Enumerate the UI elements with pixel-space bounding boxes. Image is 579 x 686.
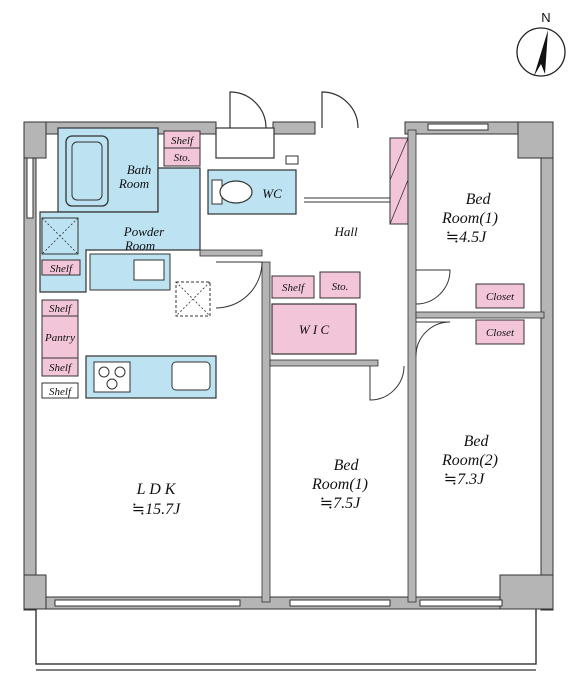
wall-ldk-bedroom <box>261 261 271 603</box>
shelf-kitchen-label: Shelf <box>49 386 73 398</box>
bedroom1-left-label-line2: Room(1) <box>311 476 368 493</box>
shelf-pantry-bottom-label: Shelf <box>49 362 73 374</box>
closet-lower-label: Closet <box>486 327 515 339</box>
toilet-bowl <box>219 180 253 204</box>
bedroom-right-door-swing <box>415 269 451 305</box>
ldk-door-swing <box>215 261 263 309</box>
sto-wic-box <box>319 271 361 299</box>
pantry-box <box>41 315 79 359</box>
wall-right <box>540 121 554 611</box>
closet-upper-box <box>475 283 525 309</box>
shelf-powder-box <box>41 259 81 276</box>
window-bedroom-1 <box>289 599 391 607</box>
shelf-pantry-top-label: Shelf <box>49 303 73 315</box>
kitchen-counter <box>85 355 217 399</box>
entrance-door-swing <box>229 91 267 129</box>
hall-shoe-cabinet <box>389 137 409 225</box>
window-bedroom-2 <box>419 599 503 607</box>
kitchen-sink <box>171 361 211 391</box>
wc-label: WC <box>262 186 282 201</box>
bathtub <box>65 135 109 207</box>
hall: Hall <box>304 137 409 239</box>
closet-upper-label: Closet <box>486 291 515 303</box>
wc-room: WC <box>207 169 297 215</box>
inner-doors <box>215 261 451 401</box>
window-left-wall <box>26 157 34 219</box>
entrance <box>215 91 359 165</box>
closet-lower-box <box>475 319 525 345</box>
sto-top-box <box>163 147 201 167</box>
shoe-cabinet-diag-1 <box>389 137 409 181</box>
ldk-label-line1: L D K <box>136 481 177 498</box>
compass-north-letter: N <box>541 10 550 25</box>
bedroom1-door-swing <box>369 365 405 401</box>
shelf-powder-label: Shelf <box>50 263 74 275</box>
washing-machine-cross-2 <box>41 217 79 255</box>
ldk-label-line2: ≒15.7J <box>132 501 181 518</box>
bathtub-inner <box>71 141 103 201</box>
shelf-kitchen-box <box>41 382 79 399</box>
window-north-bedroom <box>427 123 489 131</box>
balcony-outline <box>35 606 537 665</box>
partition-walls <box>199 129 545 603</box>
bath-room-label-line2: Room <box>118 176 149 191</box>
shelf-wic-box <box>271 275 315 299</box>
powder-room-label-line2: Room <box>124 238 155 253</box>
powder-room-label-line1: Powder <box>123 224 165 239</box>
pillar-top-left <box>23 121 47 159</box>
wic-box <box>271 303 357 355</box>
cooktop <box>93 361 131 393</box>
shelf-pantry-bottom-box <box>41 357 79 377</box>
shoe-cabinet-diag-2 <box>389 179 409 225</box>
bath-room-label-line1: Bath <box>127 162 152 177</box>
north-arrow-icon <box>534 30 548 76</box>
vanity-sink <box>133 259 165 281</box>
pantry-label: Pantry <box>44 332 75 344</box>
sto-wic-label: Sto. <box>332 281 349 293</box>
wall-wic-bottom <box>269 359 379 367</box>
bedroom1-left-label-line1: Bed <box>334 457 360 474</box>
bedroom2-label-line1: Bed <box>464 433 490 450</box>
wall-wc-hall <box>199 249 263 257</box>
pillar-bottom-right <box>499 574 554 610</box>
pillar-top-right <box>517 121 554 159</box>
burner-icon <box>106 378 118 390</box>
wall-bedroom-bedroom <box>407 129 417 603</box>
compass-circle <box>516 27 566 77</box>
burner-icon <box>114 366 126 378</box>
sto-top-label: Sto. <box>174 152 191 164</box>
shelf-wic-label: Shelf <box>282 282 306 294</box>
balcony <box>35 606 537 671</box>
hall-label: Hall <box>333 224 358 239</box>
bedroom1-left-label-line3: ≒7.5J <box>320 495 361 512</box>
entrance-box <box>215 127 275 159</box>
window-ldk <box>54 599 241 607</box>
burner-icon <box>98 366 110 378</box>
entrance-step <box>285 155 299 165</box>
bedroom2-label-line2: Room(2) <box>441 452 498 469</box>
bath-room: Bath Room <box>57 127 159 213</box>
wic-label: W I C <box>299 322 330 337</box>
refrigerator-cross-2 <box>175 281 211 317</box>
wall-bedrooms-horizontal <box>415 311 545 319</box>
bedroom2-label-line3: ≒7.3J <box>444 471 485 488</box>
shelf-top-label: Shelf <box>171 135 195 147</box>
south-windows <box>26 123 503 607</box>
pillar-bottom-left <box>23 574 47 610</box>
bedroom2-door-swing <box>415 321 451 357</box>
bedroom1-right-label-line2: Room(1) <box>441 210 498 227</box>
wall-top-middle <box>272 121 316 135</box>
hall-door-swing <box>321 91 359 129</box>
bedroom1-right-label-line1: Bed <box>466 191 492 208</box>
bedroom1-right-label-line3: ≒4.5J <box>446 229 487 246</box>
compass: N <box>516 10 566 77</box>
